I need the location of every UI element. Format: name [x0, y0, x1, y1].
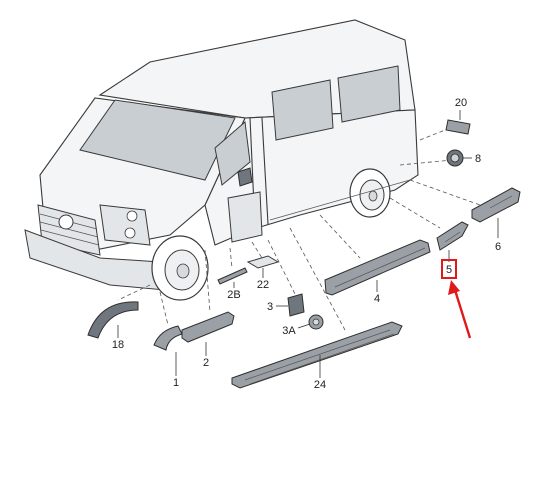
part-4-molding[interactable]	[324, 239, 431, 296]
assembly-lines	[117, 127, 481, 331]
part-labels: 20 8 6 5 4 22 2B 3 3A 2 18 1 24	[112, 97, 501, 391]
highlight-box	[441, 259, 457, 279]
part-18-wheel-arch[interactable]	[87, 301, 139, 339]
part-3A-plug[interactable]	[308, 314, 324, 330]
part-24-sill-cover[interactable]	[231, 321, 403, 389]
label-6: 6	[495, 241, 501, 253]
label-4: 4	[374, 293, 380, 305]
part-1-arch-trim[interactable]	[153, 325, 183, 351]
part-22-clip[interactable]	[246, 255, 280, 269]
label-8: 8	[475, 153, 481, 165]
van-body	[24, 19, 419, 301]
part-5-molding[interactable]	[436, 221, 469, 251]
label-18: 18	[112, 339, 124, 351]
part-8-cap[interactable]	[446, 149, 464, 167]
label-2B: 2B	[227, 289, 240, 301]
highlight-part-5	[441, 259, 472, 339]
callout-leaders	[117, 110, 499, 378]
part-3-plate[interactable]	[287, 293, 305, 317]
part-2B-strip[interactable]	[217, 267, 248, 285]
label-2: 2	[203, 357, 209, 369]
part-20-badge[interactable]	[445, 119, 471, 135]
label-5: 5	[446, 264, 452, 276]
label-1: 1	[173, 377, 179, 389]
label-24: 24	[314, 379, 326, 391]
label-3A: 3A	[282, 325, 296, 337]
part-6-molding[interactable]	[471, 187, 521, 223]
label-22: 22	[257, 279, 269, 291]
part-2-molding[interactable]	[181, 311, 235, 343]
label-3: 3	[267, 301, 273, 313]
label-20: 20	[455, 97, 467, 109]
red-arrow-icon	[453, 289, 472, 339]
arrow-head-icon	[448, 280, 460, 295]
